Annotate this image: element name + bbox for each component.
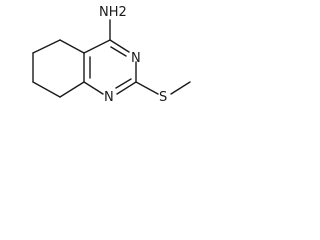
bond-c2-s	[135, 81, 159, 95]
bond-c7-c8	[32, 81, 61, 98]
bond-c2-n1	[116, 81, 137, 95]
bond-c4a-c4	[83, 39, 111, 54]
nitrogen-label-lower: N	[104, 90, 114, 105]
bond-c4-n3-double	[110, 46, 127, 57]
bond-c8-c8a	[59, 81, 85, 98]
bond-n1-c8a	[83, 81, 104, 95]
bond-c5-c6	[32, 39, 61, 54]
sulfur-label: S	[159, 90, 167, 105]
bond-c2-n1-double	[115, 78, 132, 89]
amine-label: NH2	[99, 5, 127, 20]
bond-c4a-c5	[59, 39, 85, 54]
nitrogen-label-upper: N	[131, 51, 141, 66]
pyrimidine-ring	[83, 39, 137, 95]
chemical-structure-diagram: NH2 N N S	[32, 5, 191, 105]
bond-s-ch3	[170, 81, 191, 95]
cyclohexane-ring	[32, 39, 85, 98]
bond-c4-n3	[109, 39, 130, 53]
